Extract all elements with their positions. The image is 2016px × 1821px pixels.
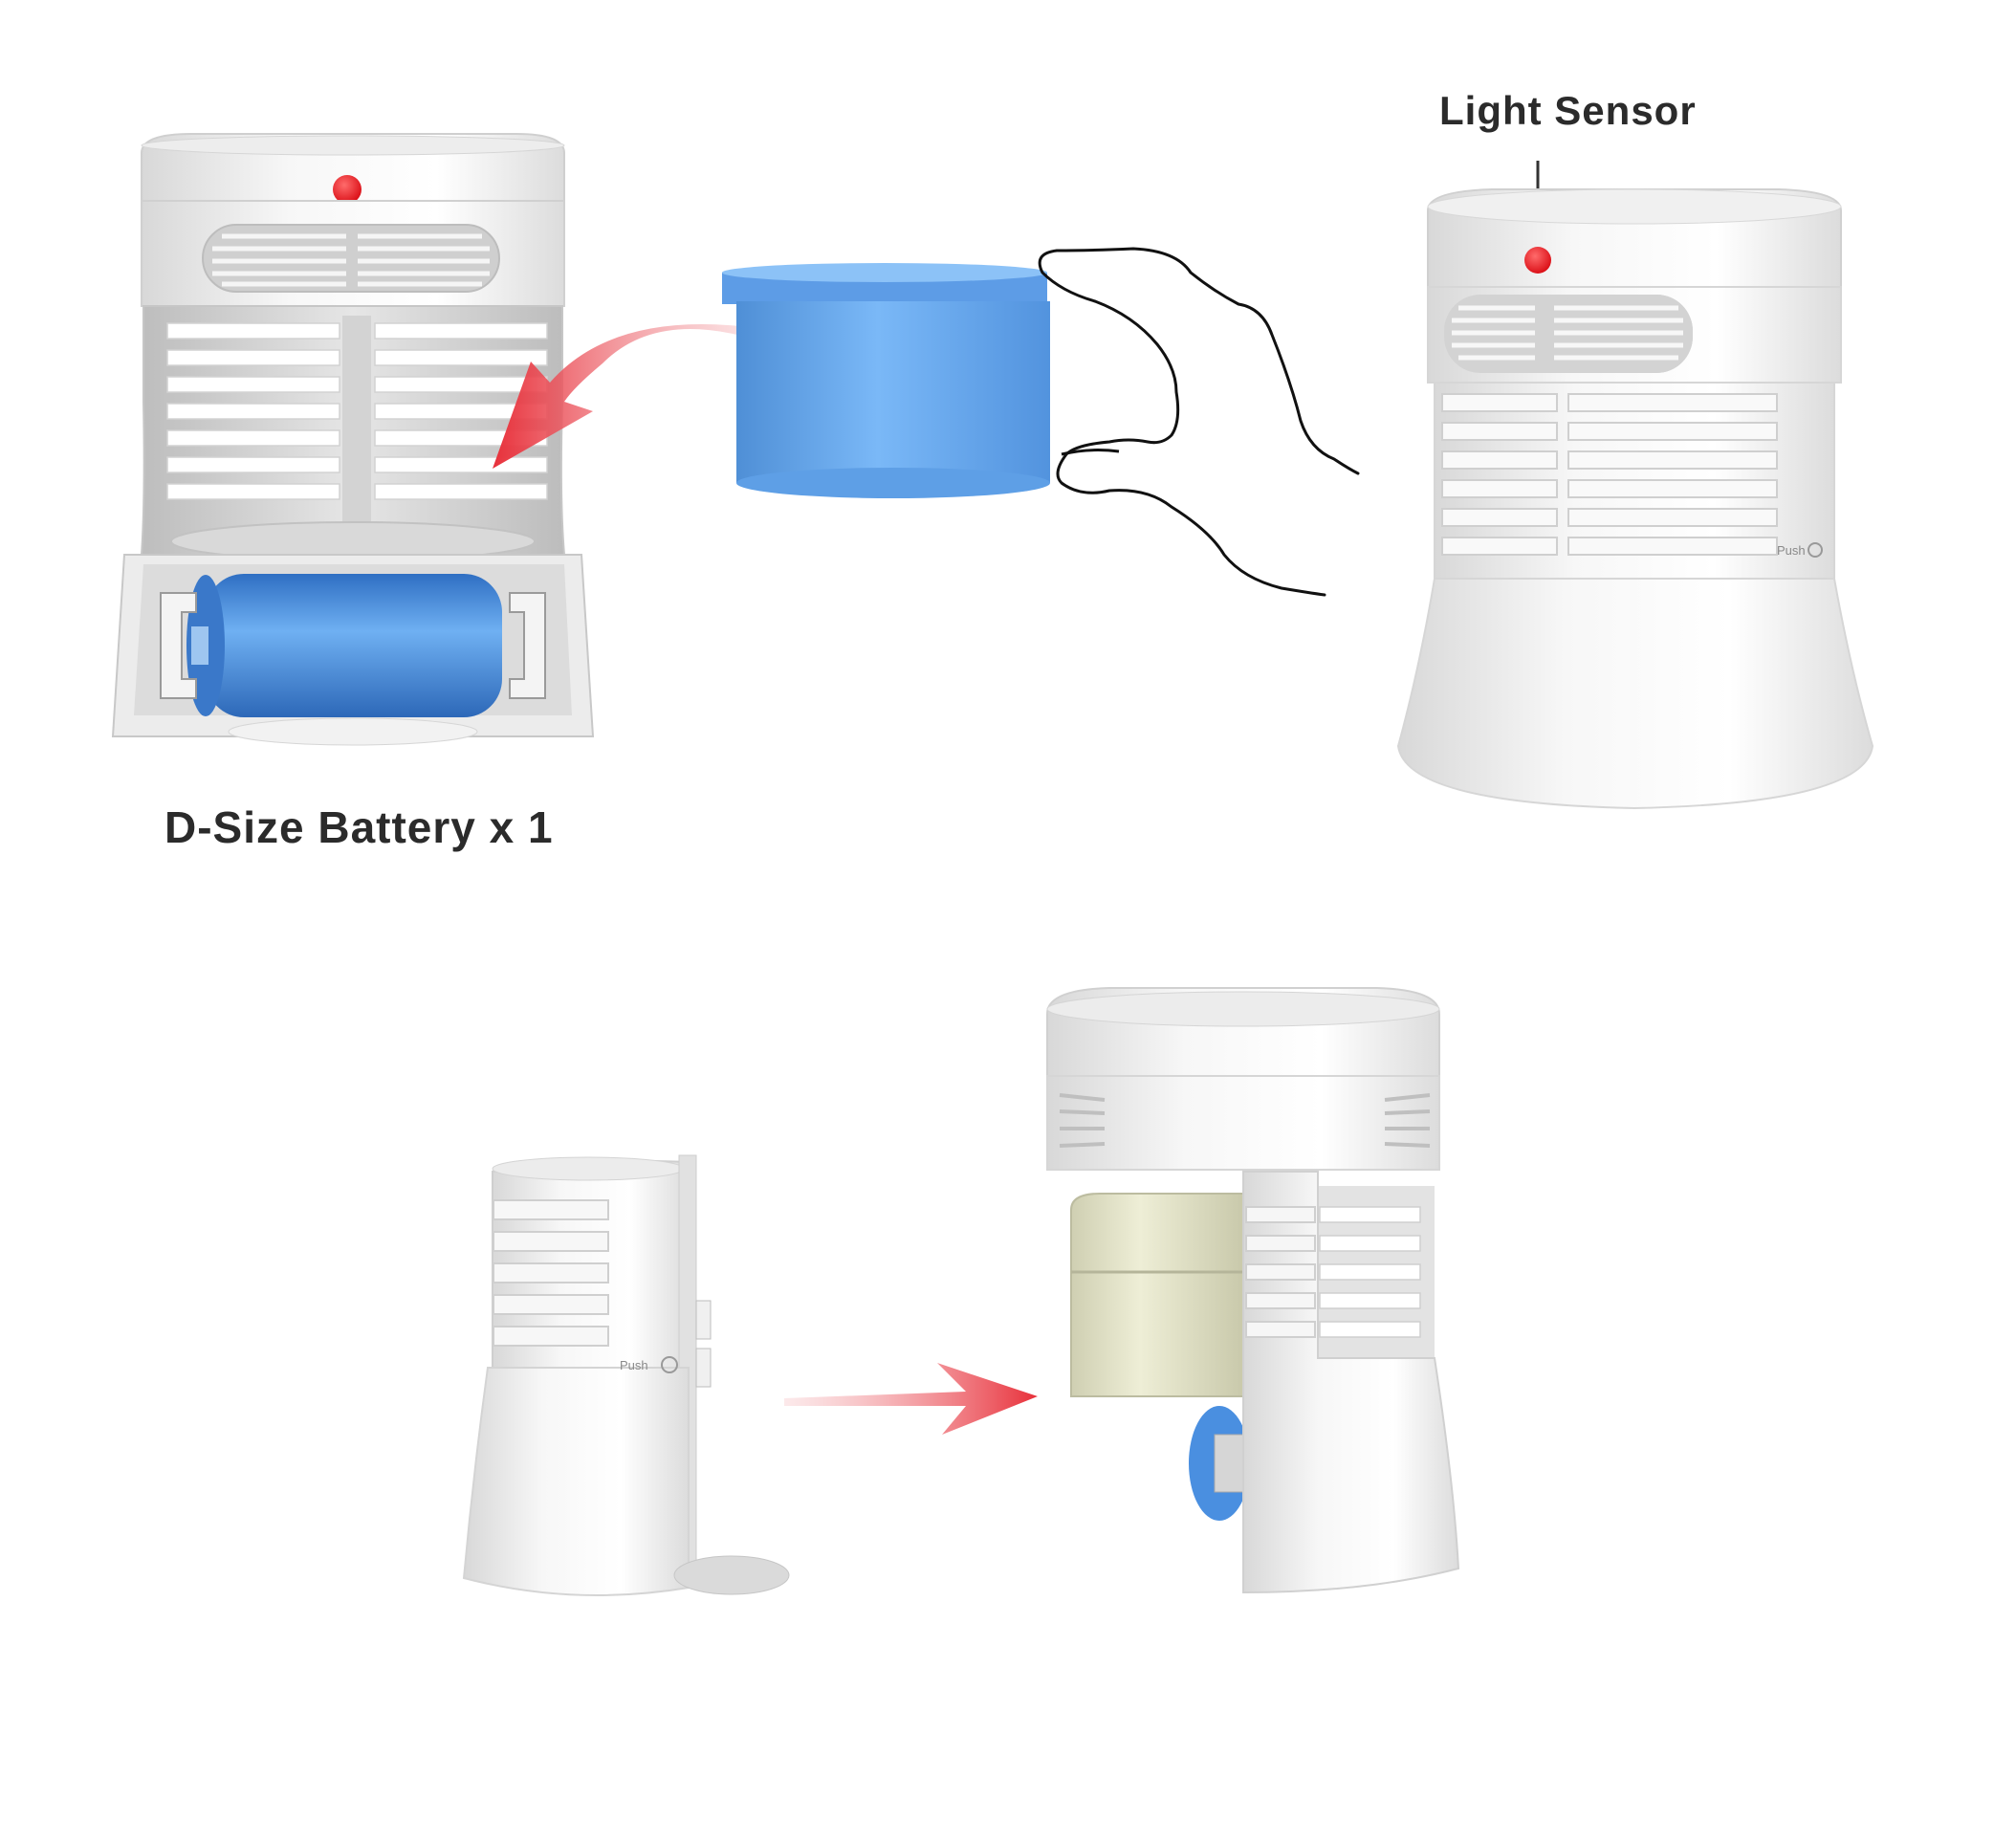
partial-assembly-view <box>1046 987 1460 1594</box>
d-size-battery <box>186 574 502 717</box>
light-sensor-dot <box>1524 247 1551 274</box>
battery-label: D-Size Battery x 1 <box>164 802 554 852</box>
push-label-shell: Push <box>620 1358 648 1372</box>
push-label: Push <box>1777 543 1806 558</box>
light-sensor-label: Light Sensor <box>1439 88 1697 133</box>
outer-shell-part: Push <box>462 1154 790 1596</box>
sensor-light-dot <box>333 175 362 204</box>
open-device-battery-view <box>111 133 595 746</box>
curved-arrow-icon <box>493 324 770 469</box>
fragrance-cartridge <box>722 263 1050 498</box>
assembled-device: Push <box>1396 161 1874 810</box>
push-button-icon <box>1808 542 1823 558</box>
hand-icon <box>1038 247 1360 597</box>
straight-arrow-icon <box>784 1363 1038 1435</box>
